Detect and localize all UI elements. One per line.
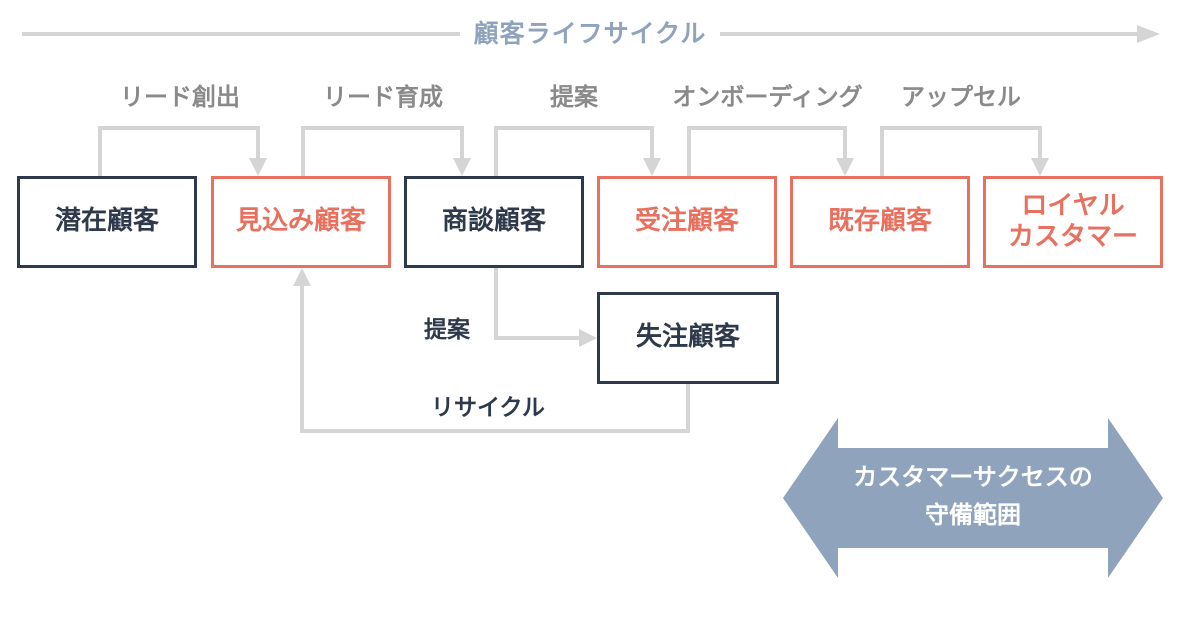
step-connector-upsell [880, 126, 1042, 176]
step-connector-proposal [494, 126, 654, 176]
lost-connector [494, 268, 581, 340]
lost-connector-arrowhead [579, 329, 597, 347]
step-connector-lead-generation-arrowhead [249, 158, 267, 176]
stage-loyal-customer: ロイヤル カスタマー [983, 176, 1163, 268]
stage-loyal-customer-line-2: カスタマー [1007, 222, 1138, 252]
lifecycle-title: 顧客ライフサイクル [460, 16, 720, 52]
step-connector-lead-nurturing [301, 126, 464, 176]
step-connector-lead-nurturing-arrowhead [453, 158, 471, 176]
timeline-arrowhead [1137, 25, 1160, 43]
step-label-upsell: アップセル [901, 83, 1021, 111]
step-label-onboarding: オンボーディング [672, 83, 863, 111]
recycle-connector [300, 284, 690, 433]
stage-loyal-customer-label: ロイヤル カスタマー [1008, 191, 1138, 253]
stage-latent-customer: 潜在顧客 [17, 176, 197, 268]
stage-lost-customer: 失注顧客 [597, 292, 779, 384]
recycle-label: リサイクル [431, 395, 545, 421]
step-connector-onboarding-arrowhead [836, 158, 854, 176]
scope-double-arrow [783, 418, 1163, 578]
step-label-proposal: 提案 [550, 83, 598, 111]
recycle-connector-arrowhead [293, 268, 311, 286]
step-label-lead-generation: リード創出 [120, 83, 240, 111]
scope-arrow-line-1: カスタマーサクセスの [853, 463, 1093, 491]
step-connector-upsell-arrowhead [1031, 158, 1049, 176]
stage-prospect: 見込み顧客 [211, 176, 391, 268]
step-connector-lead-generation [98, 126, 260, 176]
stage-existing-customer: 既存顧客 [790, 176, 970, 268]
step-connector-onboarding [687, 126, 847, 176]
stage-won-customer: 受注顧客 [597, 176, 777, 268]
lost-edge-label: 提案 [424, 317, 470, 343]
scope-arrow-label: カスタマーサクセスの 守備範囲 [830, 458, 1116, 534]
stage-negotiation-customer: 商談顧客 [404, 176, 584, 268]
scope-arrow-line-2: 守備範囲 [925, 501, 1021, 529]
step-connector-proposal-arrowhead [643, 158, 661, 176]
stage-loyal-customer-line-1: ロイヤル [1021, 190, 1125, 221]
step-label-lead-nurturing: リード育成 [323, 83, 443, 111]
